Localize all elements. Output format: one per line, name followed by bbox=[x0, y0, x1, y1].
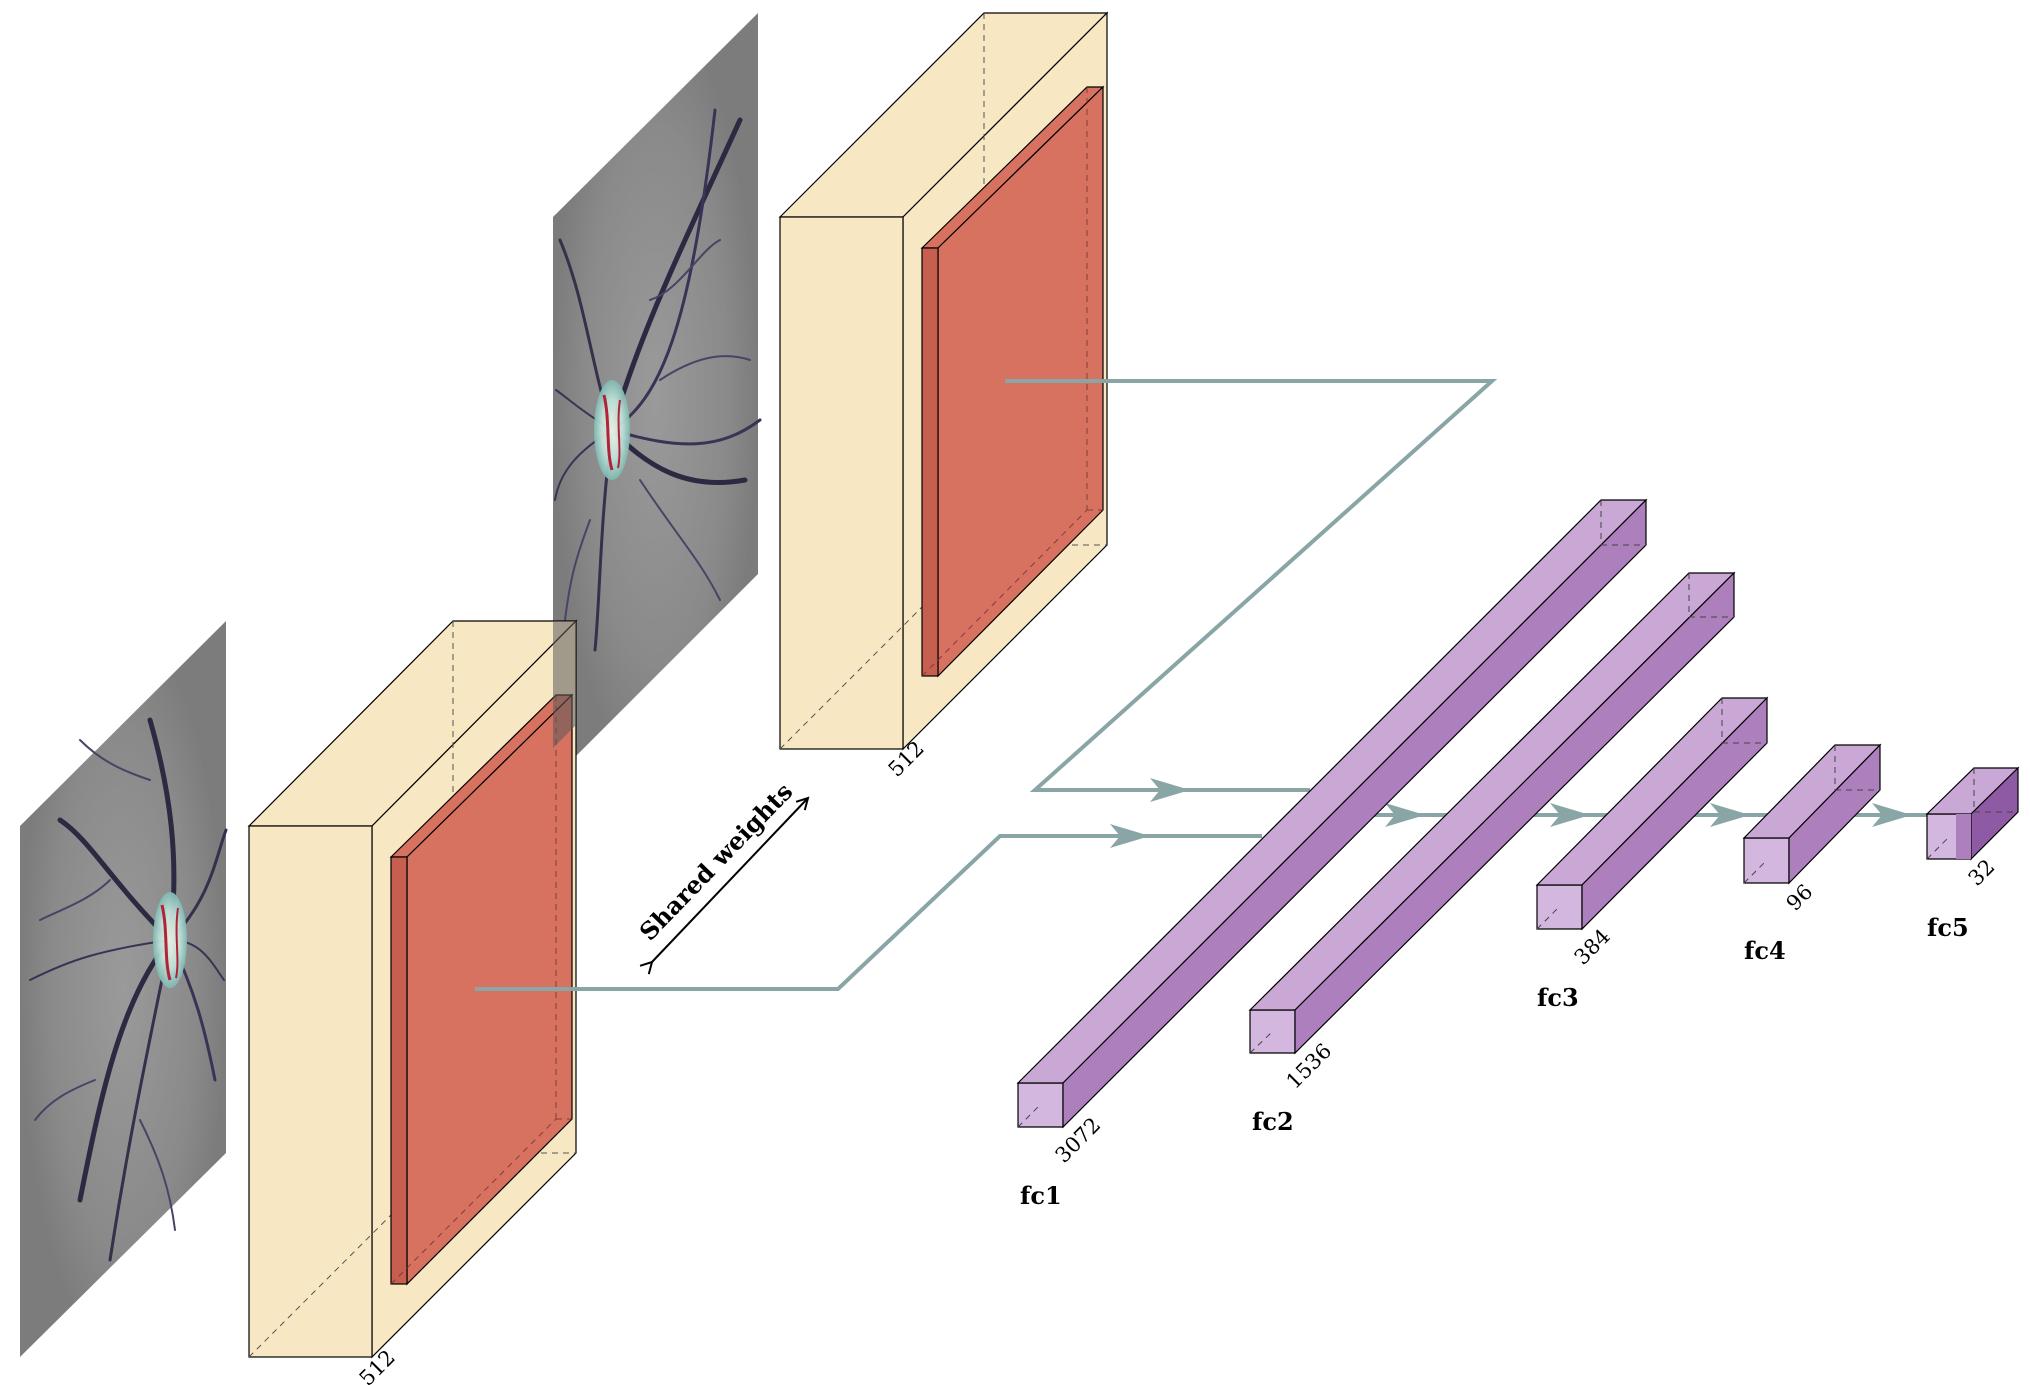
fc-link-2-3-arrowhead bbox=[1550, 803, 1590, 827]
fc4-name-label: fc4 bbox=[1744, 936, 1786, 965]
retina-image-top-overlap bbox=[553, 621, 576, 748]
fc-link-4-5-arrowhead bbox=[1872, 803, 1912, 827]
fc-link-1-2-arrowhead bbox=[1385, 803, 1425, 827]
shared-weights-indicator: Shared weights bbox=[633, 777, 808, 962]
shared-weights-label: Shared weights bbox=[633, 777, 798, 946]
connector-top-arrowhead bbox=[1150, 778, 1190, 802]
shared-weights-arrow bbox=[652, 798, 808, 962]
fc-link-3-4-arrowhead bbox=[1710, 803, 1750, 827]
fc2-layer bbox=[1248, 571, 1736, 1055]
fc1-layer bbox=[1016, 498, 1648, 1129]
fc3-units-label: 384 bbox=[1570, 924, 1615, 969]
fc1-name-label: fc1 bbox=[1020, 1181, 1062, 1210]
conv-block-top: 512 bbox=[778, 11, 1109, 782]
fc-chain-connectors bbox=[1357, 803, 1959, 827]
conv-block-bottom: 512 bbox=[247, 619, 578, 1385]
retina-image-top bbox=[553, 13, 762, 779]
fc4-units-label: 96 bbox=[1782, 880, 1818, 916]
fc5-layer bbox=[1925, 766, 2020, 861]
fc3-name-label: fc3 bbox=[1537, 983, 1579, 1012]
fc4-layer bbox=[1742, 743, 1882, 885]
fc2-name-label: fc2 bbox=[1252, 1107, 1294, 1136]
connectors bbox=[475, 379, 1498, 991]
fc3-layer bbox=[1535, 696, 1769, 931]
fc5-name-label: fc5 bbox=[1927, 913, 1969, 942]
fc5-units-label: 32 bbox=[1964, 855, 2000, 891]
connector-bottom-arrowhead bbox=[1110, 824, 1150, 848]
retina-image-bottom bbox=[20, 621, 228, 1357]
